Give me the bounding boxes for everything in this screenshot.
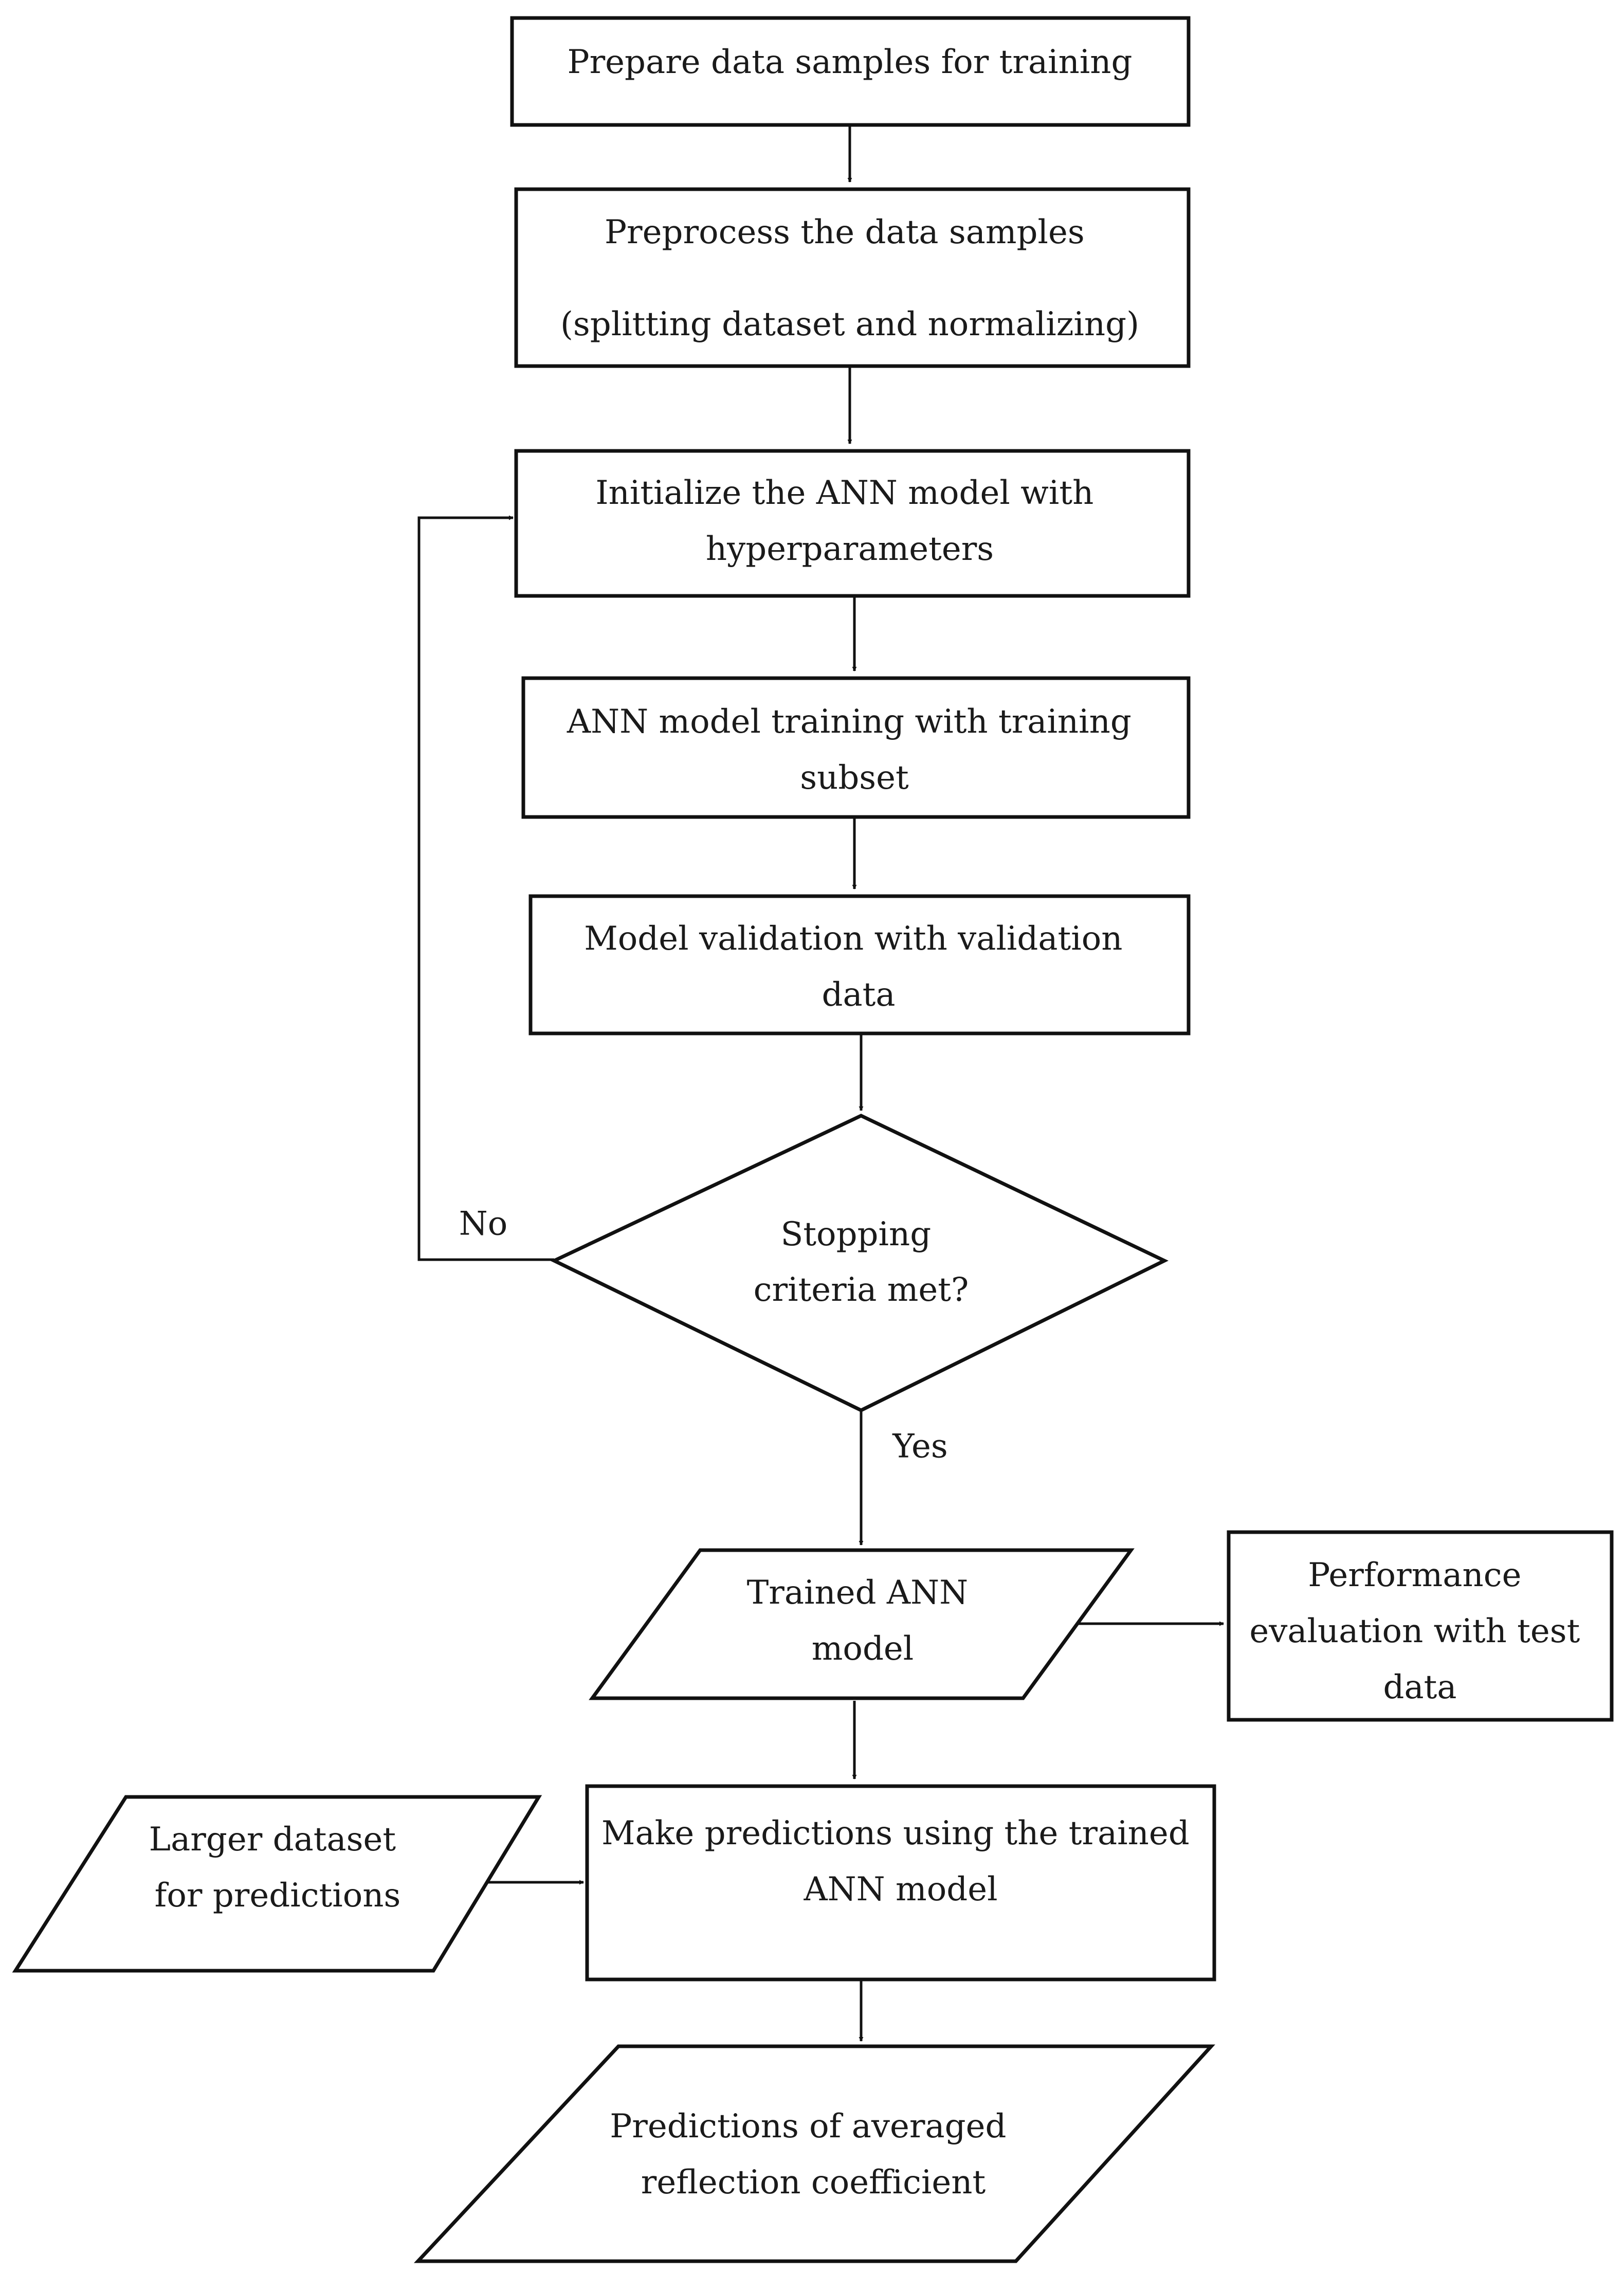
node-train: ANN model training with training subset — [521, 676, 1191, 819]
node-predict-text: Make predictions using the trained ANN m… — [601, 1814, 1200, 1909]
node-train-text: ANN model training with training subset — [567, 703, 1142, 797]
arrow-decision-no-to-init — [417, 515, 554, 1261]
node-evaluate: Performance evaluation with test data — [1227, 1530, 1614, 1722]
node-evaluate-line-1: Performance — [1308, 1556, 1521, 1594]
node-output: Predictions of averaged reflection coeff… — [413, 2044, 1215, 2263]
node-larger-parallelogram — [12, 1795, 542, 1973]
node-init-text: Initialize the ANN model with hyperparam… — [595, 474, 1104, 568]
node-train-line-1: ANN model training with training — [567, 703, 1132, 741]
node-init: Initialize the ANN model with hyperparam… — [514, 449, 1191, 598]
node-init-line-2: hyperparameters — [706, 530, 994, 568]
node-output-text: Predictions of averaged reflection coeff… — [610, 2107, 1017, 2202]
node-validate-text: Model validation with validation data — [584, 920, 1133, 1014]
node-output-line-2: reflection coefficient — [641, 2164, 986, 2202]
edges: No Yes — [417, 125, 1224, 2042]
node-prepare: Prepare data samples for training — [510, 16, 1191, 127]
node-init-box — [514, 449, 1191, 598]
node-output-line-1: Predictions of averaged — [610, 2107, 1006, 2146]
node-decision-text: Stopping criteria met? — [754, 1215, 969, 1309]
node-preprocess-line-1: Preprocess the data samples — [605, 213, 1085, 251]
node-validate-box — [528, 894, 1191, 1035]
node-trained-text: Trained ANN model — [747, 1574, 979, 1668]
node-trained-line-2: model — [812, 1630, 914, 1668]
node-prepare-text: Prepare data samples for training — [568, 43, 1133, 81]
node-preprocess: Preprocess the data samples (splitting d… — [514, 187, 1191, 368]
node-validate-line-2: data — [822, 976, 896, 1014]
node-prepare-line-1: Prepare data samples for training — [568, 43, 1133, 81]
node-decision: Stopping criteria met? — [550, 1114, 1169, 1412]
node-evaluate-box — [1227, 1530, 1614, 1722]
node-decision-diamond — [550, 1114, 1169, 1412]
node-decision-line-2: criteria met? — [754, 1271, 969, 1309]
node-preprocess-box — [514, 187, 1191, 368]
node-predict-line-1: Make predictions using the trained — [601, 1814, 1190, 1852]
node-preprocess-line-2: (splitting dataset and normalizing) — [560, 305, 1139, 343]
node-preprocess-text: Preprocess the data samples (splitting d… — [560, 213, 1139, 343]
node-trained-line-1: Trained ANN — [747, 1574, 969, 1612]
node-predict: Make predictions using the trained ANN m… — [585, 1784, 1216, 1982]
edge-label-yes: Yes — [892, 1428, 947, 1466]
node-evaluate-text: Performance evaluation with test data — [1249, 1556, 1590, 1706]
node-train-box — [521, 676, 1191, 819]
node-train-line-2: subset — [800, 759, 909, 797]
node-larger-line-2: for predictions — [155, 1877, 401, 1915]
node-trained: Trained ANN model — [589, 1548, 1135, 1700]
node-evaluate-line-3: data — [1383, 1668, 1457, 1706]
node-decision-line-1: Stopping — [780, 1215, 931, 1253]
node-evaluate-line-2: evaluation with test — [1249, 1612, 1580, 1650]
node-predict-line-2: ANN model — [803, 1870, 997, 1909]
node-init-line-1: Initialize the ANN model with — [595, 474, 1093, 512]
node-output-parallelogram — [413, 2044, 1215, 2263]
node-predict-box — [585, 1784, 1216, 1982]
node-larger-line-1: Larger dataset — [149, 1821, 396, 1859]
node-larger-text: Larger dataset for predictions — [149, 1821, 407, 1915]
node-larger: Larger dataset for predictions — [12, 1795, 542, 1973]
node-trained-parallelogram — [589, 1548, 1135, 1700]
node-prepare-box — [510, 16, 1191, 127]
node-validate-line-1: Model validation with validation — [584, 920, 1122, 958]
edge-label-no: No — [459, 1205, 508, 1243]
node-validate: Model validation with validation data — [528, 894, 1191, 1035]
